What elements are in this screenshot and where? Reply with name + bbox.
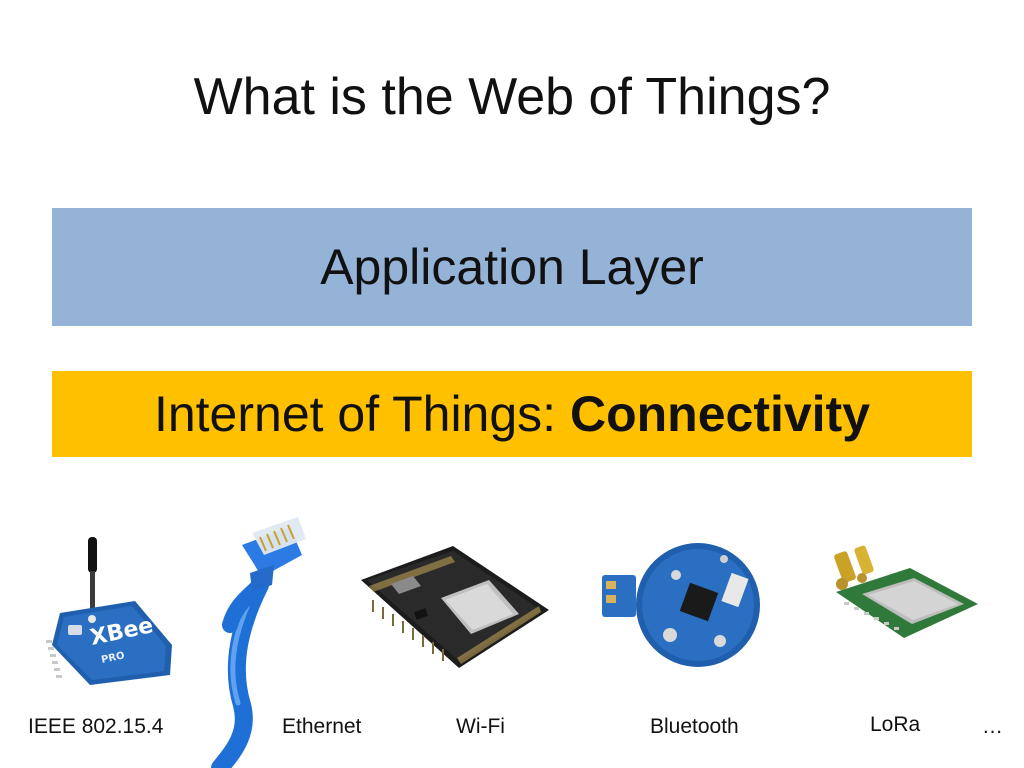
more-ellipsis: … [982, 715, 1003, 738]
iot-connectivity-label: Internet of Things: Connectivity [154, 384, 870, 444]
wifi-board-icon [361, 546, 549, 668]
svg-text:PRO: PRO [100, 650, 125, 666]
application-layer-band: Application Layer [52, 208, 972, 326]
iot-prefix: Internet of Things: [153, 386, 570, 442]
lora-module-icon [834, 545, 978, 638]
device-label-wifi: Wi-Fi [456, 715, 505, 738]
application-layer-label: Application Layer [320, 239, 704, 295]
device-label-ieee: IEEE 802.15.4 [28, 715, 164, 738]
xbee-module-icon: XBee PRO [46, 537, 172, 685]
ethernet-cable-icon [211, 517, 306, 768]
device-label-ethernet: Ethernet [282, 715, 362, 738]
iot-connectivity-band: Internet of Things: Connectivity [52, 371, 972, 457]
device-label-bluetooth: Bluetooth [650, 715, 739, 738]
slide-title: What is the Web of Things? [193, 68, 831, 126]
iot-emphasis: Connectivity [569, 386, 871, 442]
bluetooth-board-icon [602, 543, 760, 667]
device-label-lora: LoRa [870, 713, 921, 736]
